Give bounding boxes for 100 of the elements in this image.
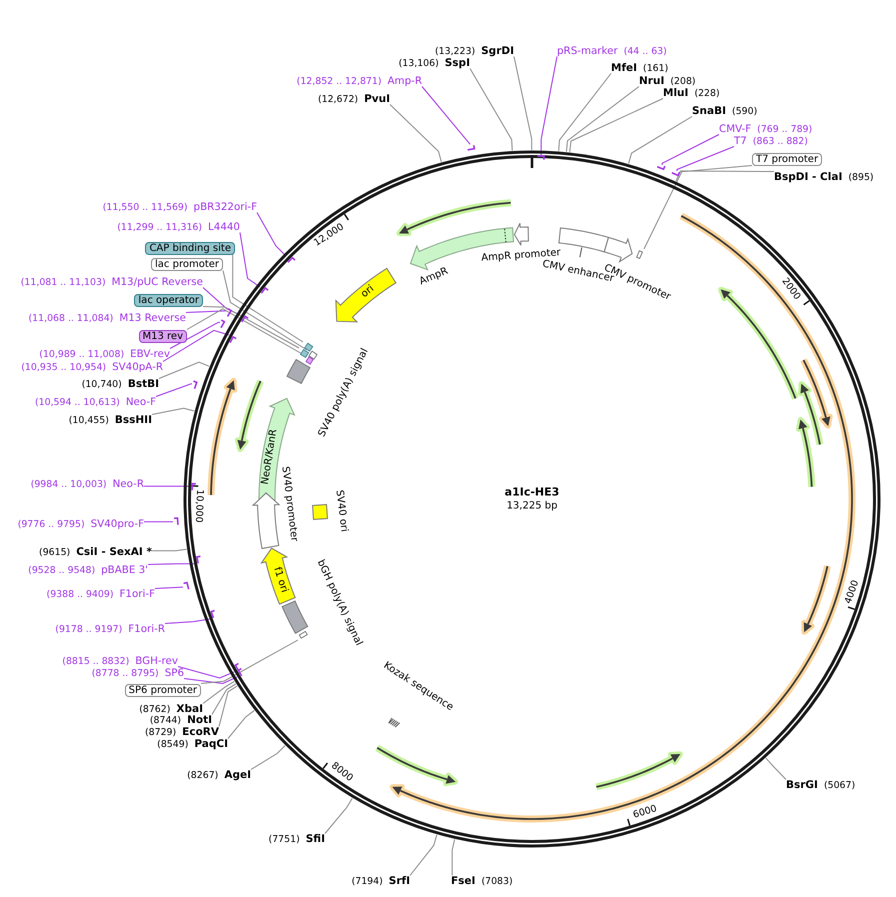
enzyme-name: NotI: [187, 714, 212, 726]
leader-line: [218, 685, 238, 727]
leader-line: [232, 254, 304, 342]
leader-line: [154, 586, 184, 589]
primer-name: pBABE 3': [101, 564, 148, 576]
primer-mark: [260, 287, 270, 295]
leader-line: [186, 310, 226, 313]
leader-line: [170, 322, 220, 349]
primer-name: F1ori-R: [128, 624, 165, 634]
leader-line: [452, 838, 456, 876]
cut-site-position: (895): [848, 172, 874, 182]
leader-line: [569, 98, 664, 153]
cut-site-position: (5067): [824, 780, 856, 790]
primer-position: (9178 .. 9197): [55, 624, 122, 634]
enzyme-name: SspI: [444, 58, 470, 68]
enzyme-name: AgeI: [224, 770, 251, 780]
enzyme-name: MfeI: [611, 62, 638, 74]
primer-name: Neo-F: [126, 396, 156, 408]
primer-name: M13 Reverse: [119, 312, 186, 324]
leader-line: [144, 521, 174, 522]
enzyme-name: BsrGI: [786, 780, 818, 790]
leader-line: [162, 330, 230, 362]
leader-line: [540, 56, 558, 156]
leader-line: [202, 306, 300, 348]
primer-name: SV40pro-F: [90, 518, 144, 530]
feature-label: SV40 promoter: [278, 466, 300, 542]
cut-site-position: (7083): [481, 876, 513, 886]
primer-position: (8778 .. 8795): [92, 668, 159, 678]
primer-name: F1ori-F: [119, 588, 155, 600]
primer-position: (9984 .. 10,003): [30, 478, 107, 490]
leader-line: [152, 548, 188, 552]
primer-name: pBR322ori-F: [194, 202, 257, 212]
scale-label: 6000: [631, 804, 658, 822]
leader-line: [324, 798, 353, 834]
leader-line: [628, 116, 692, 164]
feature-mark: [307, 350, 319, 361]
leader-line: [212, 683, 236, 715]
enzyme-name: BssHII: [114, 414, 152, 426]
primer-position: (10,935 .. 10,954): [21, 362, 106, 372]
leader-line: [228, 710, 255, 739]
leader-line: [662, 134, 720, 166]
primer-mark: [182, 581, 190, 591]
primer-position: (9776 .. 9795): [18, 518, 85, 530]
leader-line: [644, 165, 752, 250]
feature-label: SV40 ori: [332, 489, 350, 533]
primer-mark: [466, 144, 476, 151]
leader-line: [240, 232, 260, 288]
primer-mark: [656, 165, 666, 171]
leader-line: [158, 362, 210, 379]
leader-line: [184, 676, 238, 684]
enzyme-name: SnaBI: [692, 106, 726, 116]
primer-mark: [237, 667, 243, 677]
primer-position: (11,068 .. 11,084): [28, 312, 114, 324]
primer-position: (11,299 .. 11,316): [117, 222, 202, 232]
plasmid-size: 13,225 bp: [506, 500, 558, 512]
feature-label: lac operator: [134, 294, 203, 306]
cut-site-position: (10,455): [68, 414, 109, 426]
enzyme-name: BstBI: [128, 378, 159, 390]
primer-name: Amp-R: [388, 76, 422, 86]
scale-label: 4000: [842, 579, 861, 606]
primer-name: Neo-R: [112, 478, 144, 490]
primer-position: (769 .. 789): [757, 124, 812, 134]
cut-site-position: (10,740): [82, 378, 122, 390]
feature-mark: [635, 249, 644, 260]
cut-site-position: (8729): [144, 726, 176, 738]
leader-line: [390, 104, 442, 162]
primer-position: (10,989 .. 11,008): [39, 348, 124, 360]
enzyme-name: EcoRV: [182, 726, 219, 738]
leader-line: [250, 745, 286, 770]
feature-label: NeoR/KanR: [260, 428, 280, 486]
cut-site-position: (228): [694, 88, 720, 98]
leader-line: [256, 212, 286, 256]
scale-label: 10,000: [192, 488, 206, 522]
primer-name: SV40pA-R: [112, 362, 163, 372]
leader-line: [470, 68, 513, 152]
enzyme-name: FseI: [451, 876, 476, 886]
enzyme-name: BspDI - ClaI: [774, 172, 842, 182]
feature-mark: [298, 630, 309, 640]
leader-line: [558, 73, 612, 152]
primer-position: (44 .. 63): [624, 46, 667, 56]
primer-mark: [195, 555, 202, 565]
cut-site-position: (9615): [39, 546, 70, 558]
enzyme-name: SrfI: [388, 876, 410, 886]
leader-line: [675, 170, 774, 182]
enzyme-name: MluI: [663, 88, 688, 98]
primer-position: (9528 .. 9548): [28, 564, 96, 576]
enzyme-name: SgrDI: [481, 46, 514, 56]
primer-mark: [234, 662, 240, 672]
feature-label: f1 ori: [270, 566, 290, 594]
leader-line: [202, 680, 235, 704]
cut-site-position: (8744): [150, 714, 182, 726]
leader-line: [410, 834, 438, 876]
primer-mark: [226, 307, 233, 318]
cut-site-position: (7751): [268, 834, 300, 844]
leader-line: [676, 146, 734, 172]
primer-position: (9388 .. 9409): [46, 588, 114, 600]
enzyme-name: SfiI: [306, 834, 325, 844]
feature-label: lac promoter: [151, 258, 223, 270]
primer-name: T7: [734, 136, 747, 146]
primer-mark: [220, 319, 226, 329]
